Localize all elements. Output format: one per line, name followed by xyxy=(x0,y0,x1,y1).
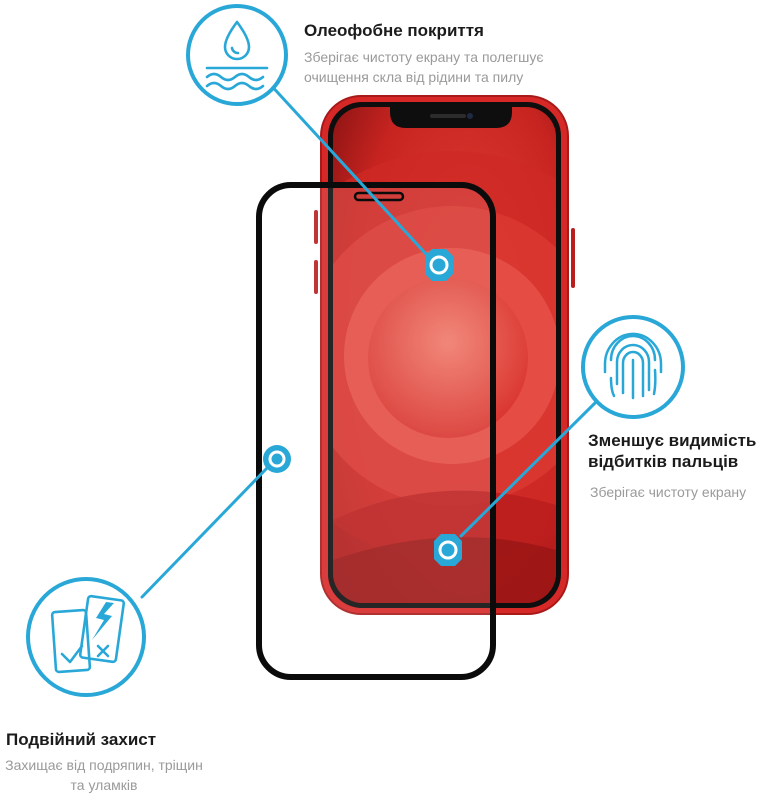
water-drop-icon xyxy=(186,4,288,106)
screen-protector xyxy=(256,182,496,680)
pointer-marker-oleophobic xyxy=(425,249,453,281)
dual-protection-title: Подвійний захист xyxy=(6,730,157,749)
leader-lines xyxy=(140,80,599,599)
fingerprint-title: Зменшує видимість відбитків пальців xyxy=(588,431,757,471)
oleophobic-description: Зберігає чистоту екрану та полегшує очищ… xyxy=(304,49,544,85)
phone-screen xyxy=(333,107,556,603)
oleophobic-title: Олеофобне покриття xyxy=(304,21,484,40)
fingerprint-description: Зберігає чистоту екрану xyxy=(590,484,747,500)
phone xyxy=(314,95,575,615)
dual-screen-protection-icon xyxy=(26,577,146,697)
fingerprint-icon xyxy=(581,315,685,419)
pointer-marker-dual xyxy=(263,445,291,473)
dual-protection-description: Захищає від подряпин, тріщин та уламків xyxy=(5,757,203,793)
pointer-marker-fingerprint xyxy=(434,534,462,566)
